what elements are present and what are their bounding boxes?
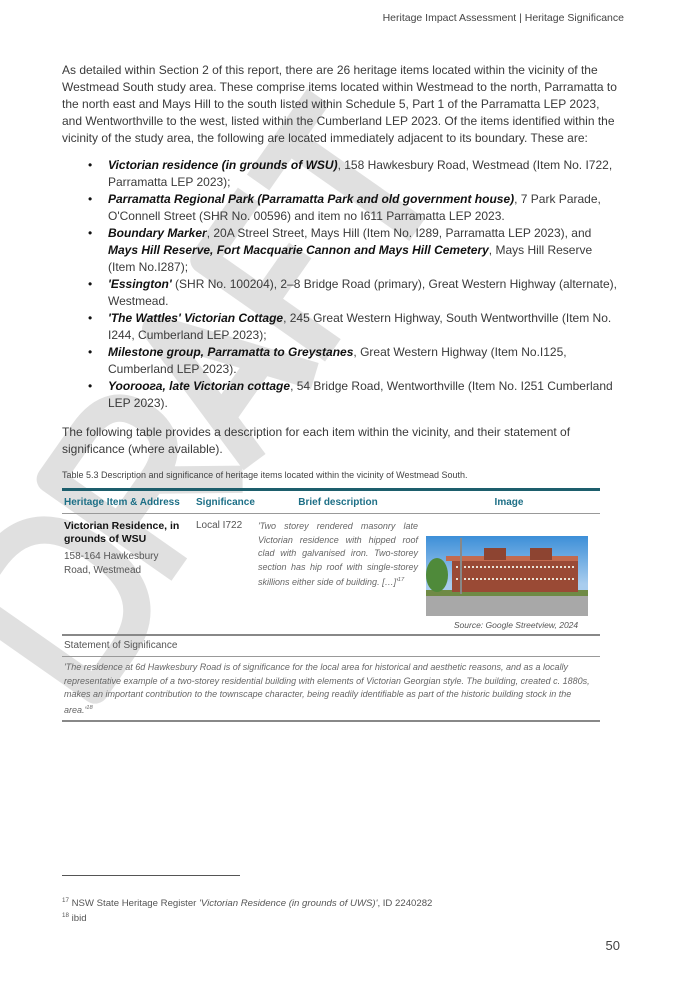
statement-of-significance-label: Statement of Significance: [62, 636, 600, 657]
list-item: 'Essington' (SHR No. 100204), 2–8 Bridge…: [62, 276, 620, 310]
table-row: Victorian Residence, in grounds of WSU 1…: [62, 514, 600, 636]
footnote-17: 17 NSW State Heritage Register 'Victoria…: [62, 897, 433, 910]
body-content: As detailed within Section 2 of this rep…: [62, 62, 620, 723]
table-intro-paragraph: The following table provides a descripti…: [62, 425, 571, 456]
running-header: Heritage Impact Assessment | Heritage Si…: [382, 12, 624, 24]
list-item: Victorian residence (in grounds of WSU),…: [62, 157, 620, 191]
heritage-table: Heritage Item & Address Significance Bri…: [62, 488, 600, 723]
item-significance: Local I722: [196, 520, 243, 531]
list-item: Parramatta Regional Park (Parramatta Par…: [62, 191, 620, 225]
table-top-rule: [62, 488, 600, 491]
statement-of-significance-text: 'The residence at 6d Hawkesbury Road is …: [62, 657, 600, 723]
header-significance: Significance: [196, 496, 255, 508]
header-image: Image: [494, 496, 524, 508]
item-address: 158-164 Hawkesbury Road, Westmead: [64, 551, 159, 576]
footnote-18: 18 ibid: [62, 912, 87, 925]
list-item: Milestone group, Parramatta to Greystane…: [62, 344, 620, 378]
item-description: 'Two storey rendered masonry late Victor…: [258, 521, 418, 587]
header-item: Heritage Item & Address: [64, 496, 180, 508]
table-caption: Table 5.3 Description and significance o…: [62, 470, 468, 480]
building-photo: [426, 536, 588, 616]
header-description: Brief description: [298, 496, 378, 508]
item-name: Victorian Residence, in grounds of WSU: [64, 520, 180, 545]
page-number: 50: [605, 938, 620, 953]
table-header-row: Heritage Item & Address Significance Bri…: [62, 491, 600, 514]
intro-paragraph: As detailed within Section 2 of this rep…: [62, 63, 617, 145]
list-item: 'The Wattles' Victorian Cottage, 245 Gre…: [62, 310, 620, 344]
list-item: Boundary Marker, 20A Streel Street, Mays…: [62, 225, 620, 276]
adjacent-items-list: Victorian residence (in grounds of WSU),…: [62, 157, 620, 412]
footnote-divider: [62, 875, 240, 876]
list-item: Yooroога, late Victorian cottage, 54 Bri…: [62, 378, 620, 412]
image-source: Source: Google Streetview, 2024: [453, 620, 579, 630]
